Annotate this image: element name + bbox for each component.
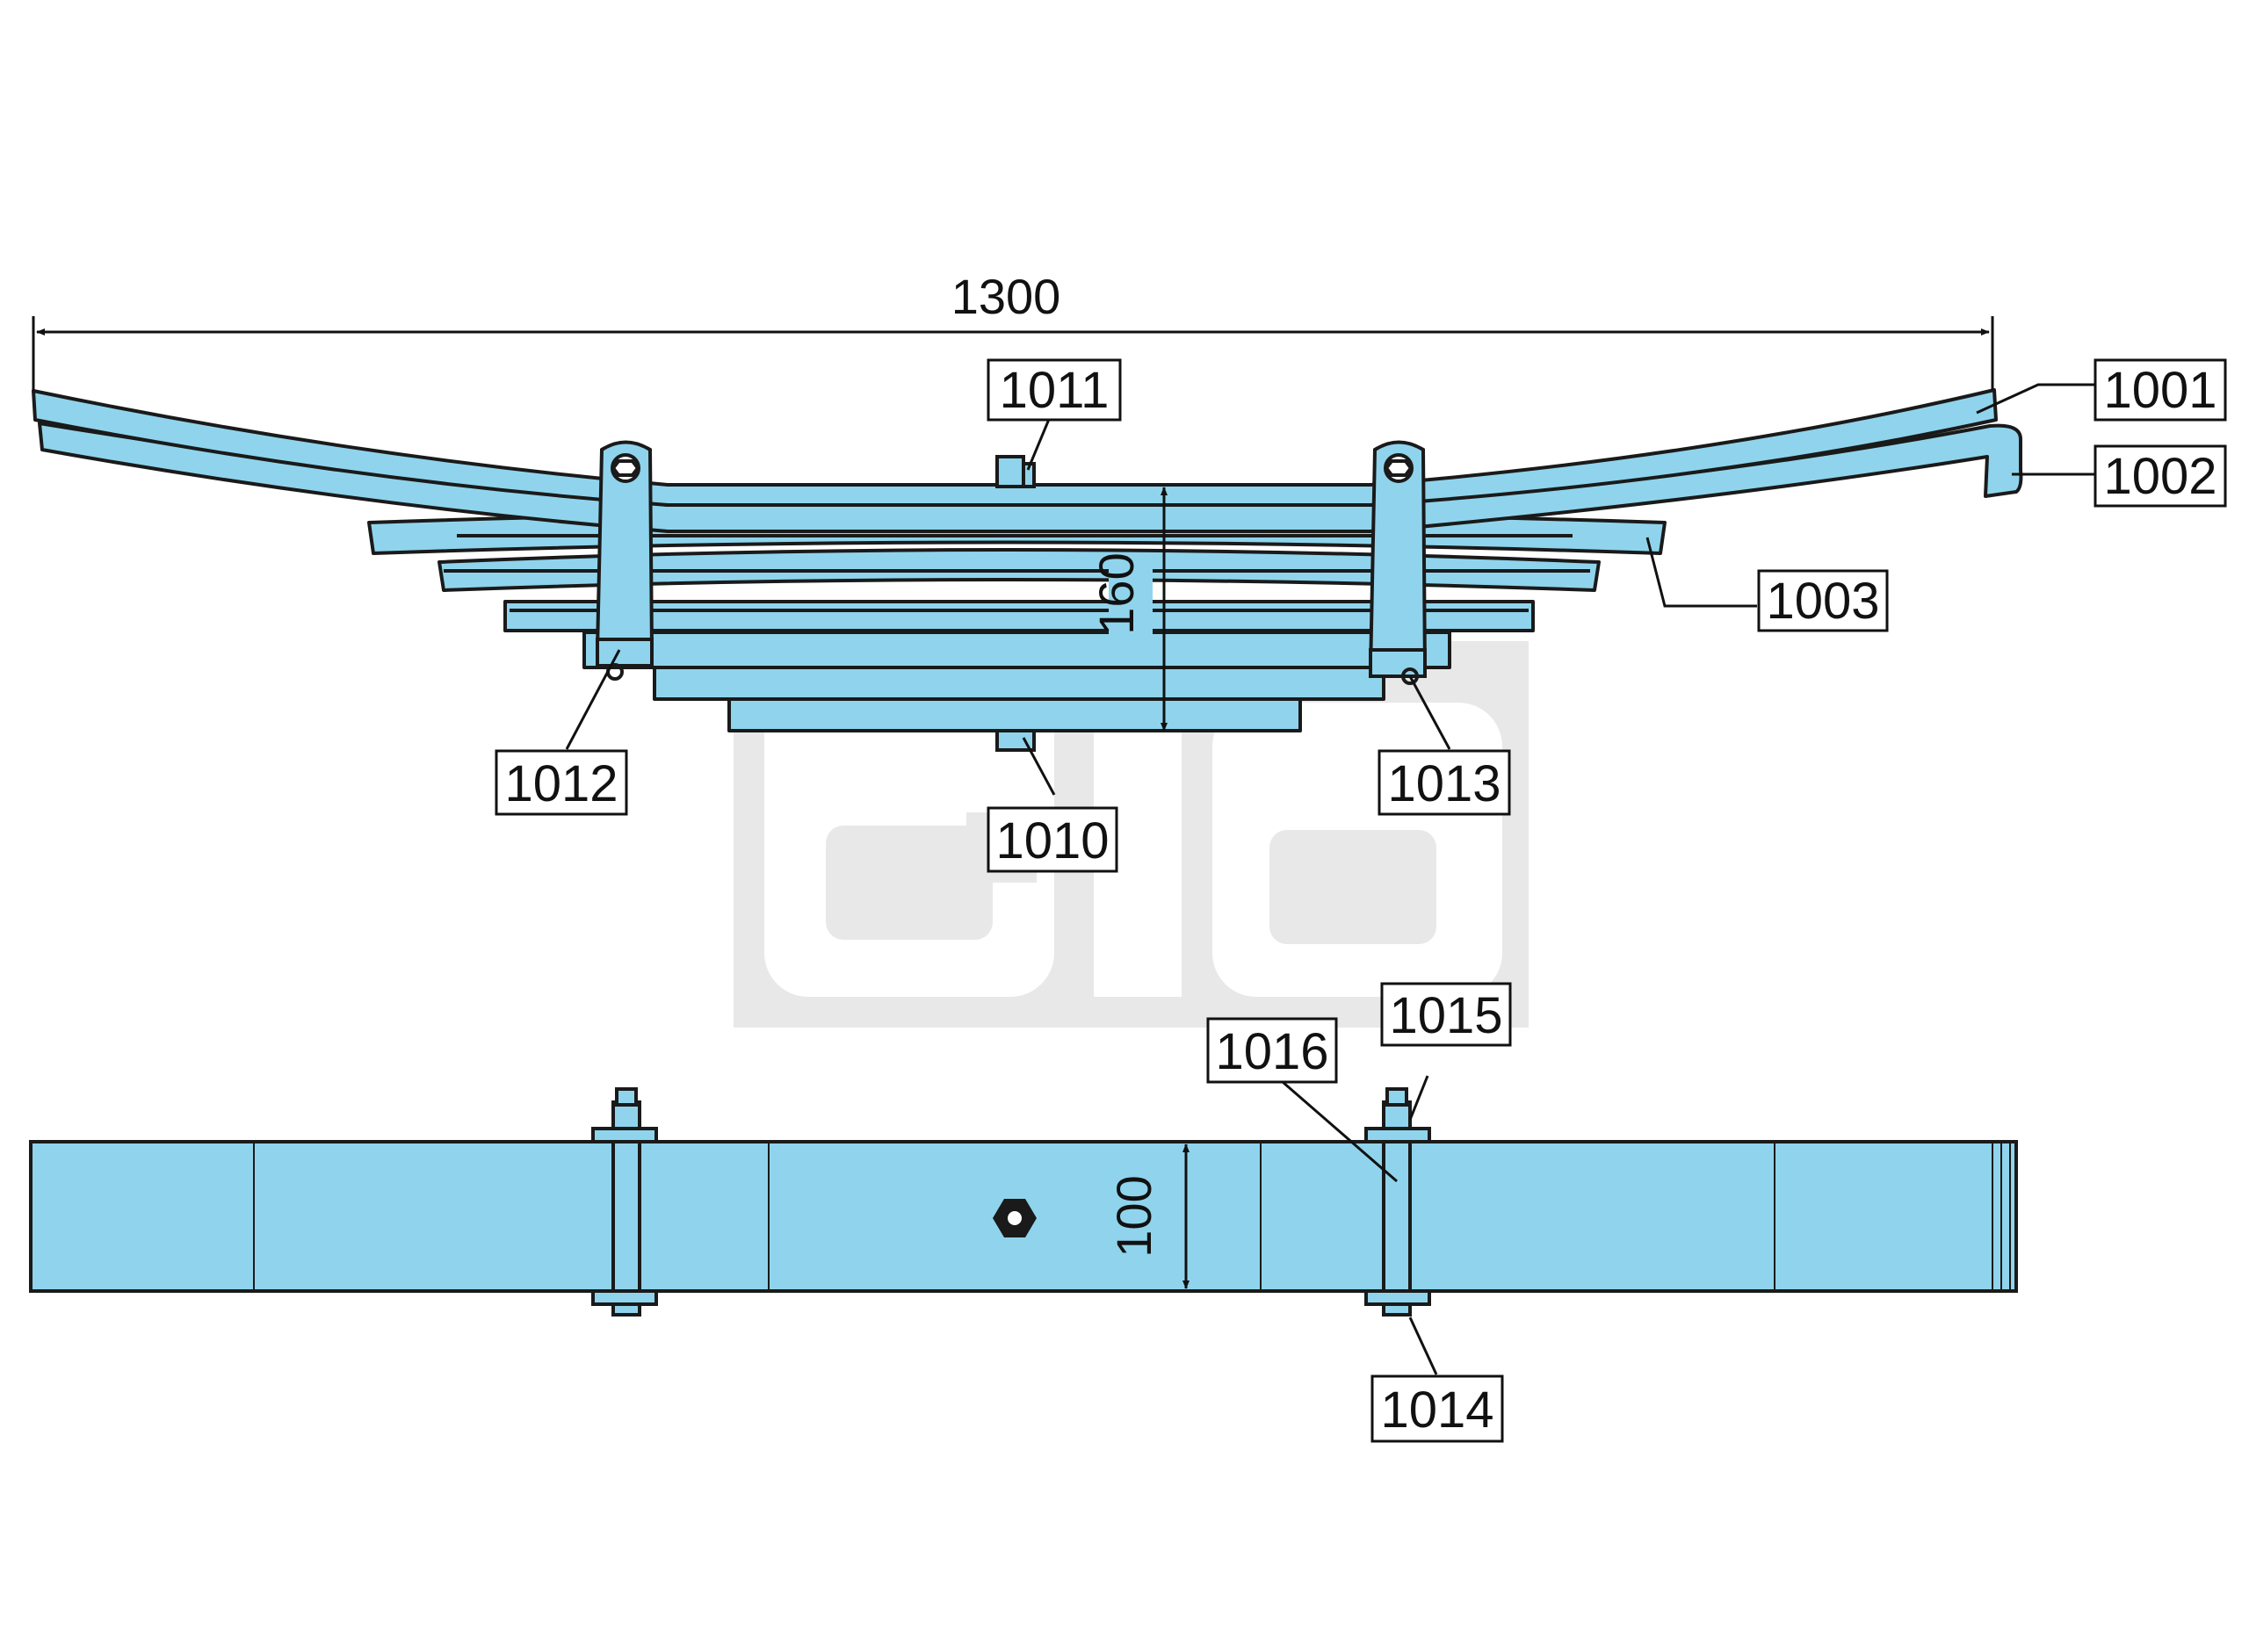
- callout-1016-label: 1016: [1215, 1023, 1328, 1080]
- callout-1013: 1013: [1378, 749, 1511, 816]
- callout-1016: 1016: [1206, 1017, 1338, 1084]
- clamp-left: [595, 440, 654, 681]
- callout-1002-label: 1002: [2103, 448, 2216, 505]
- leaf-6: [582, 631, 1451, 669]
- leaf-spring-side-view: [32, 388, 2023, 732]
- callout-1001-label: 1001: [2103, 362, 2216, 419]
- u-bolt-right: [1364, 1087, 1431, 1317]
- dimension-stack-height-value: 160: [1088, 552, 1144, 634]
- callout-1015: 1015: [1380, 982, 1512, 1047]
- dimension-length: 1300: [32, 269, 1994, 391]
- callout-1014-label: 1014: [1380, 1381, 1493, 1439]
- callout-1015-label: 1015: [1389, 987, 1502, 1044]
- callout-1011-label: 1011: [1000, 362, 1110, 419]
- callout-1014: 1014: [1370, 1374, 1504, 1443]
- dimension-width-value: 100: [1106, 1175, 1161, 1257]
- callout-1002: 1002: [2094, 444, 2227, 508]
- center-bolt-top: [995, 455, 1036, 488]
- callout-1001: 1001: [2094, 358, 2227, 422]
- leaf-8: [727, 694, 1302, 732]
- center-bolt-bottom: [995, 729, 1036, 752]
- dimension-stack-height: 160: [1088, 487, 1168, 732]
- callout-1003-label: 1003: [1766, 573, 1879, 630]
- clamp-right: [1368, 440, 1428, 685]
- callout-1012-label: 1012: [504, 755, 618, 812]
- center-nut-icon: [993, 1199, 1037, 1237]
- callout-1012: 1012: [495, 749, 628, 816]
- callout-1010-label: 1010: [995, 812, 1109, 869]
- dimension-width: 100: [1106, 1143, 1190, 1289]
- callout-1011: 1011: [987, 358, 1122, 422]
- u-bolt-left: [591, 1087, 658, 1317]
- leader-lines: [565, 383, 2095, 1375]
- callout-1003: 1003: [1757, 569, 1889, 632]
- callout-1013-label: 1013: [1387, 755, 1501, 812]
- dimension-length-value: 1300: [951, 269, 1061, 324]
- callout-1010: 1010: [987, 806, 1118, 873]
- leaf-7: [653, 662, 1385, 701]
